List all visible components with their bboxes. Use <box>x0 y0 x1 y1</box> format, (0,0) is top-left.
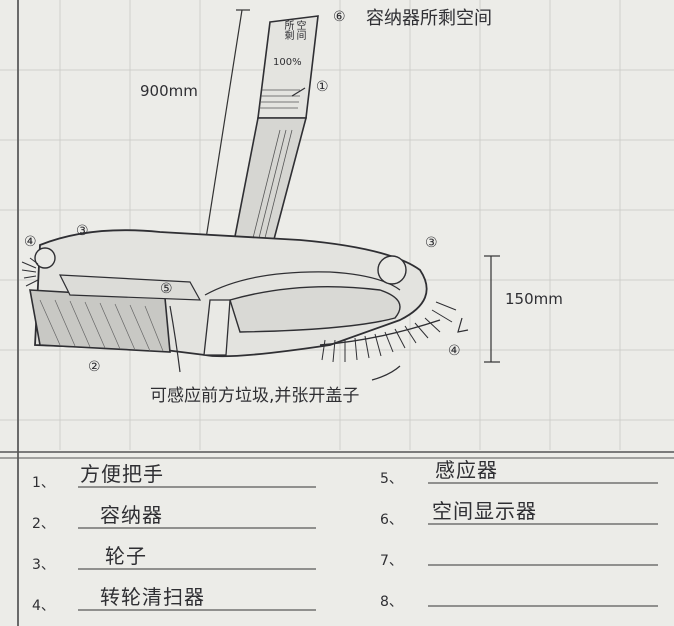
paper-grid <box>0 0 674 450</box>
callout-1: ① <box>316 79 329 95</box>
container <box>29 289 171 353</box>
depth-dimension <box>484 255 500 363</box>
sensor-note: 可感应前方垃圾,并张开盖子 <box>150 386 360 406</box>
height-label: 900mm <box>140 82 198 100</box>
callout-5: ⑤ <box>160 281 173 297</box>
brush-left <box>21 257 39 287</box>
legend-label-3: 轮子 <box>105 544 147 568</box>
callout-4-left: ④ <box>24 234 37 250</box>
height-dimension <box>204 9 250 246</box>
legend-number-6: 6、 <box>380 512 403 528</box>
handle-shading <box>249 89 300 251</box>
legend-label-5: 感应器 <box>435 458 498 482</box>
handle <box>229 15 319 263</box>
container-shading <box>39 299 164 352</box>
wheel-left <box>34 247 56 269</box>
callout-4-right: ④ <box>448 343 461 359</box>
gauge-text-2: 空间 <box>294 20 305 40</box>
title-text: 容纳器所剩空间 <box>366 8 492 29</box>
legend-number-2: 2、 <box>32 516 55 532</box>
legend-lines <box>78 482 658 611</box>
legend-label-2: 容纳器 <box>100 503 163 527</box>
legend-label-4: 转轮清扫器 <box>100 585 205 609</box>
legend-number-4: 4、 <box>32 598 55 614</box>
gauge-text-1: 所剩 <box>282 20 293 40</box>
legend-label-6: 空间显示器 <box>432 499 537 523</box>
legend-number-3: 3、 <box>32 557 55 573</box>
callout-3-left: ③ <box>76 223 89 239</box>
legend-label-1: 方便把手 <box>80 462 164 486</box>
container-lid <box>229 285 401 333</box>
legend-number-5: 5、 <box>380 471 403 487</box>
legend-number-7: 7、 <box>380 553 403 569</box>
callout-3-right: ③ <box>425 235 438 251</box>
callout-2: ② <box>88 359 101 375</box>
title-marker: ⑥ <box>333 9 346 25</box>
legend-number-8: 8、 <box>380 594 403 610</box>
depth-label: 150mm <box>505 290 563 308</box>
brush-right <box>319 301 457 363</box>
legend-number-1: 1、 <box>32 475 55 491</box>
wheel-right <box>377 255 407 285</box>
gauge-percent: 100% <box>273 57 302 68</box>
callout-arrows <box>169 87 469 381</box>
